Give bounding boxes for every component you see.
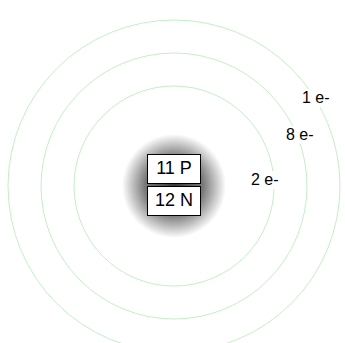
inner-shell [74, 86, 274, 286]
nucleus [122, 134, 226, 238]
particle-count: 11 P [156, 159, 192, 179]
particle-count: 12 N [155, 191, 193, 211]
electron-count: 8 e- [284, 126, 316, 144]
electron-count: 1 e- [300, 89, 332, 107]
particle-count-box: 11 P [147, 154, 201, 184]
particle-count-box: 12 N [147, 186, 201, 216]
middle-shell [41, 53, 307, 319]
outer-shell [8, 20, 340, 343]
electron-count: 2 e- [249, 171, 281, 189]
